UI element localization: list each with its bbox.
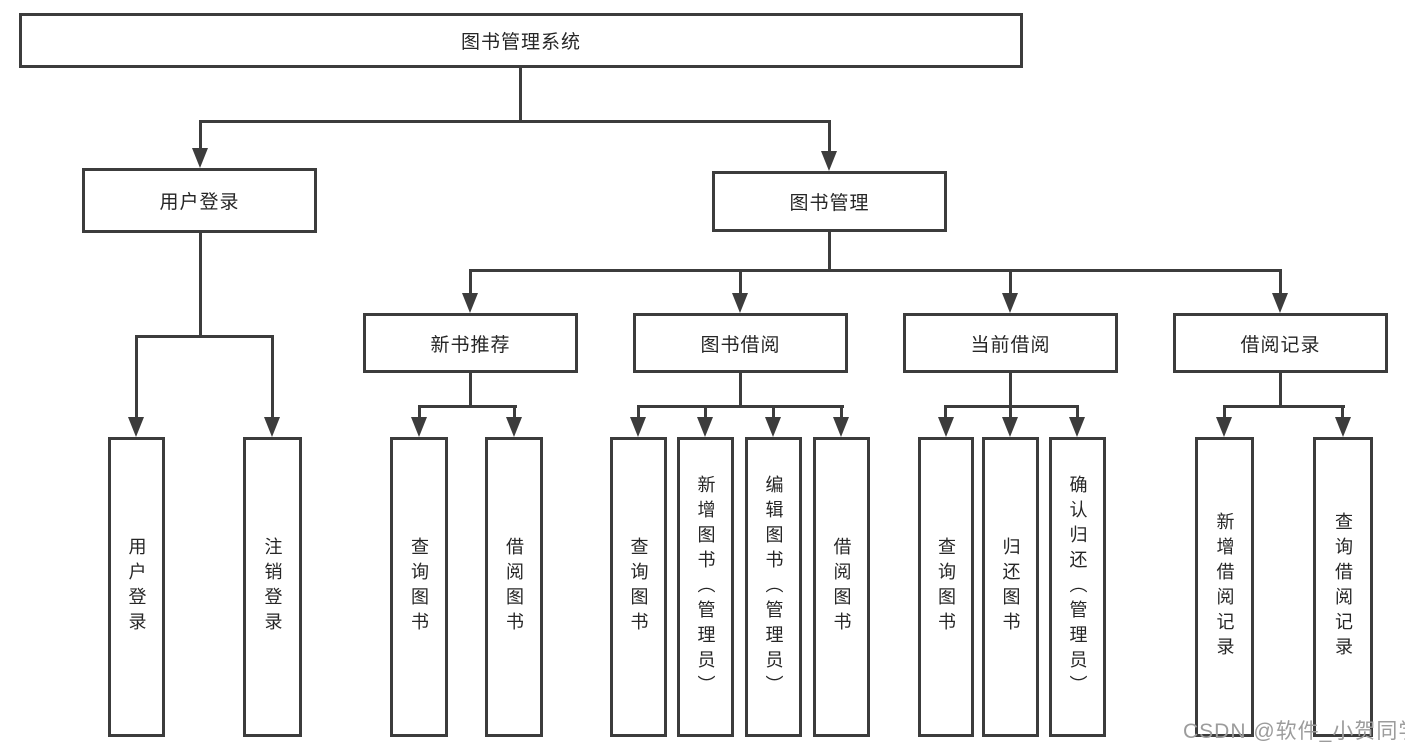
node-leaf-edit-book-admin: 编辑图书（管理员） (745, 437, 802, 737)
arrow-down-icon (264, 417, 280, 437)
connector-line (469, 373, 472, 408)
arrow-down-icon (821, 151, 837, 171)
node-current-borrow: 当前借阅 (903, 313, 1118, 373)
connector-line (135, 335, 138, 420)
connector-line (418, 405, 517, 408)
connector-line (418, 405, 421, 420)
connector-line (739, 269, 742, 297)
arrow-down-icon (506, 417, 522, 437)
node-new-book-recommend: 新书推荐 (363, 313, 578, 373)
node-leaf-query-borrow-record: 查询借阅记录 (1313, 437, 1373, 737)
connector-line (1223, 405, 1226, 420)
arrow-down-icon (1002, 293, 1018, 313)
node-leaf-add-borrow-record: 新增借阅记录 (1195, 437, 1254, 737)
connector-line (271, 335, 274, 420)
node-leaf-borrow-book-recommend: 借阅图书 (485, 437, 543, 737)
connector-line (1279, 269, 1282, 297)
arrow-down-icon (1335, 417, 1351, 437)
connector-line (772, 405, 775, 420)
arrow-down-icon (411, 417, 427, 437)
connector-line (1009, 269, 1012, 297)
connector-line (519, 68, 522, 123)
arrow-down-icon (1272, 293, 1288, 313)
node-leaf-logout: 注销登录 (243, 437, 302, 737)
arrow-down-icon (1002, 417, 1018, 437)
connector-line (1076, 405, 1079, 420)
csdn-watermark: CSDN @软件_小贺同学 (1183, 720, 1405, 743)
connector-line (704, 405, 707, 420)
connector-line (199, 233, 202, 338)
node-user-login: 用户登录 (82, 168, 317, 233)
node-leaf-confirm-return-admin: 确认归还（管理员） (1049, 437, 1106, 737)
connector-line (135, 335, 274, 338)
connector-line (199, 120, 202, 150)
node-book-management: 图书管理 (712, 171, 947, 232)
connector-line (1341, 405, 1344, 420)
connector-line (1009, 373, 1012, 408)
connector-line (828, 120, 831, 153)
node-book-borrow: 图书借阅 (633, 313, 848, 373)
arrow-down-icon (697, 417, 713, 437)
arrow-down-icon (732, 293, 748, 313)
connector-line (1009, 405, 1012, 420)
arrow-down-icon (192, 148, 208, 168)
node-leaf-user-login: 用户登录 (108, 437, 165, 737)
arrow-down-icon (128, 417, 144, 437)
node-leaf-query-book-current: 查询图书 (918, 437, 974, 737)
connector-line (469, 269, 472, 297)
arrow-down-icon (765, 417, 781, 437)
node-leaf-return-book: 归还图书 (982, 437, 1039, 737)
connector-line (1279, 373, 1282, 408)
node-leaf-add-book-admin: 新增图书（管理员） (677, 437, 734, 737)
node-leaf-query-book-borrow: 查询图书 (610, 437, 667, 737)
connector-line (199, 120, 831, 123)
node-root: 图书管理系统 (19, 13, 1023, 68)
arrow-down-icon (1216, 417, 1232, 437)
connector-line (469, 269, 1282, 272)
connector-line (637, 405, 640, 420)
arrow-down-icon (1069, 417, 1085, 437)
connector-line (828, 232, 831, 272)
arrow-down-icon (462, 293, 478, 313)
connector-line (739, 373, 742, 408)
node-borrow-records: 借阅记录 (1173, 313, 1388, 373)
connector-line (1223, 405, 1345, 408)
connector-line (637, 405, 844, 408)
connector-line (944, 405, 947, 420)
node-leaf-borrow-book: 借阅图书 (813, 437, 870, 737)
arrow-down-icon (833, 417, 849, 437)
arrow-down-icon (630, 417, 646, 437)
node-leaf-query-book-recommend: 查询图书 (390, 437, 448, 737)
arrow-down-icon (938, 417, 954, 437)
connector-line (840, 405, 843, 420)
connector-line (513, 405, 516, 420)
